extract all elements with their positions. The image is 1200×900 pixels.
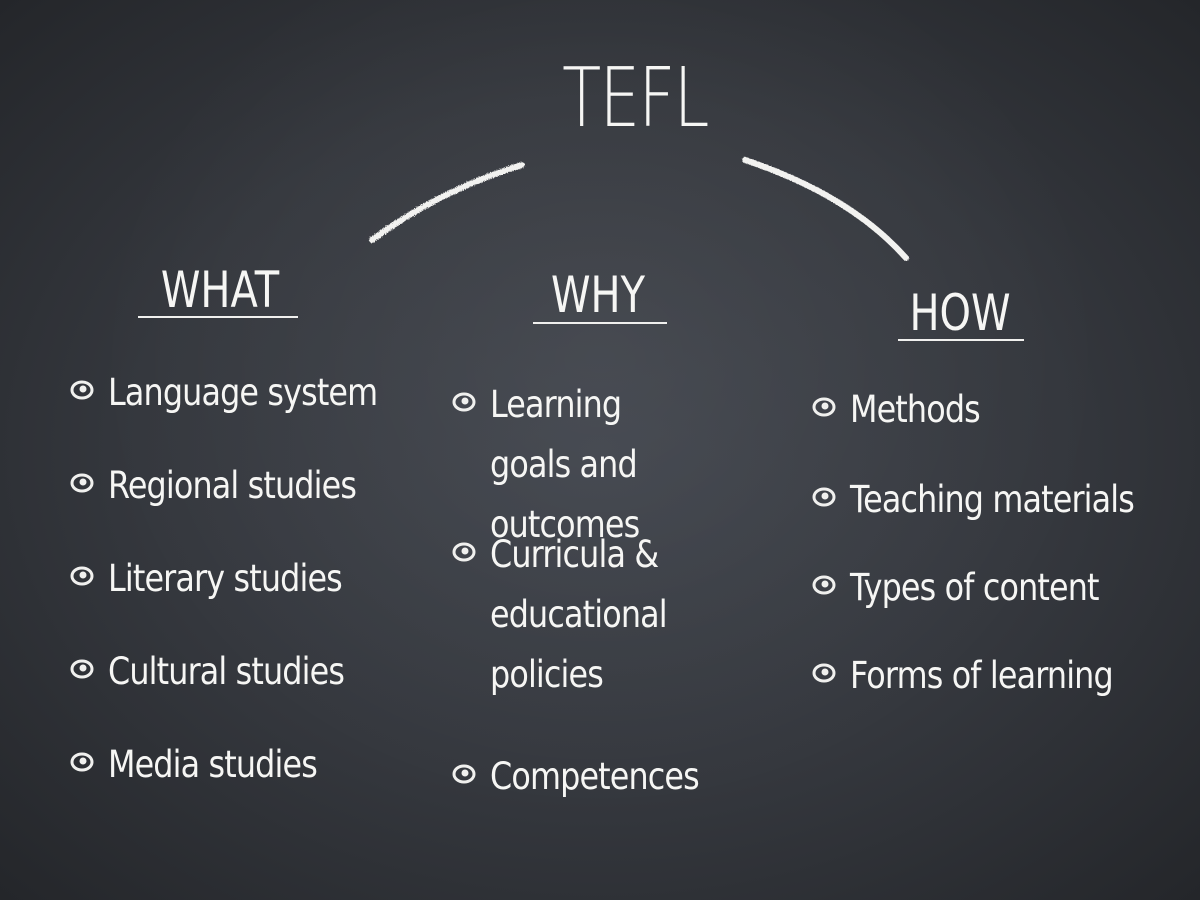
diagram-title: TEFL (562, 51, 709, 146)
list-item: Cultural studies (70, 642, 421, 735)
list-item: Language system (70, 363, 421, 456)
list-item-text: Media studies (108, 743, 318, 786)
swirl-bullet-icon (70, 752, 94, 772)
list-item: Literary studies (70, 549, 421, 642)
list-item-text: Teaching materials (850, 478, 1135, 521)
column-heading-how: HOW (909, 284, 1011, 342)
what-list: Language system Regional studies Literar… (70, 363, 421, 828)
swirl-bullet-icon (70, 566, 94, 586)
list-item: Methods (812, 380, 1180, 470)
list-item-text: Cultural studies (108, 650, 345, 693)
list-item: Learning goals and outcomes (452, 375, 740, 546)
swirl-bullet-icon (452, 764, 476, 784)
swirl-bullet-icon (70, 473, 94, 493)
swirl-bullet-icon (452, 392, 476, 412)
list-item-text: Language system (108, 371, 378, 414)
list-item: Competences (452, 747, 740, 837)
list-item: Curricula & educational policies (452, 525, 740, 747)
connector-line-what (369, 162, 525, 243)
list-item-text: Forms of learning (850, 654, 1114, 697)
list-item: Forms of learning (812, 646, 1180, 734)
list-item-text: Types of content (850, 566, 1099, 609)
swirl-bullet-icon (812, 575, 836, 595)
list-item: Media studies (70, 735, 421, 828)
column-heading-why: WHY (550, 266, 646, 324)
swirl-bullet-icon (812, 663, 836, 683)
swirl-bullet-icon (70, 659, 94, 679)
why-list: Learning goals and outcomes Curricula & … (452, 375, 740, 837)
list-item: Teaching materials (812, 470, 1180, 558)
heading-underline-what (138, 316, 298, 318)
list-item-text: Competences (490, 755, 700, 798)
swirl-bullet-icon (812, 487, 836, 507)
column-heading-what: WHAT (160, 261, 280, 319)
list-item-text: Methods (850, 388, 981, 431)
list-item-text: Learning goals and outcomes (490, 383, 640, 546)
list-item-text: Literary studies (108, 557, 343, 600)
swirl-bullet-icon (452, 542, 476, 562)
list-item-text: Curricula & educational policies (490, 533, 668, 696)
connector-line-how (742, 157, 909, 261)
heading-underline-why (533, 322, 667, 324)
swirl-bullet-icon (812, 397, 836, 417)
list-item-text: Regional studies (108, 464, 357, 507)
swirl-bullet-icon (70, 380, 94, 400)
list-item: Types of content (812, 558, 1180, 646)
how-list: Methods Teaching materials Types of cont… (812, 380, 1180, 734)
list-item: Regional studies (70, 456, 421, 549)
heading-underline-how (898, 339, 1024, 341)
